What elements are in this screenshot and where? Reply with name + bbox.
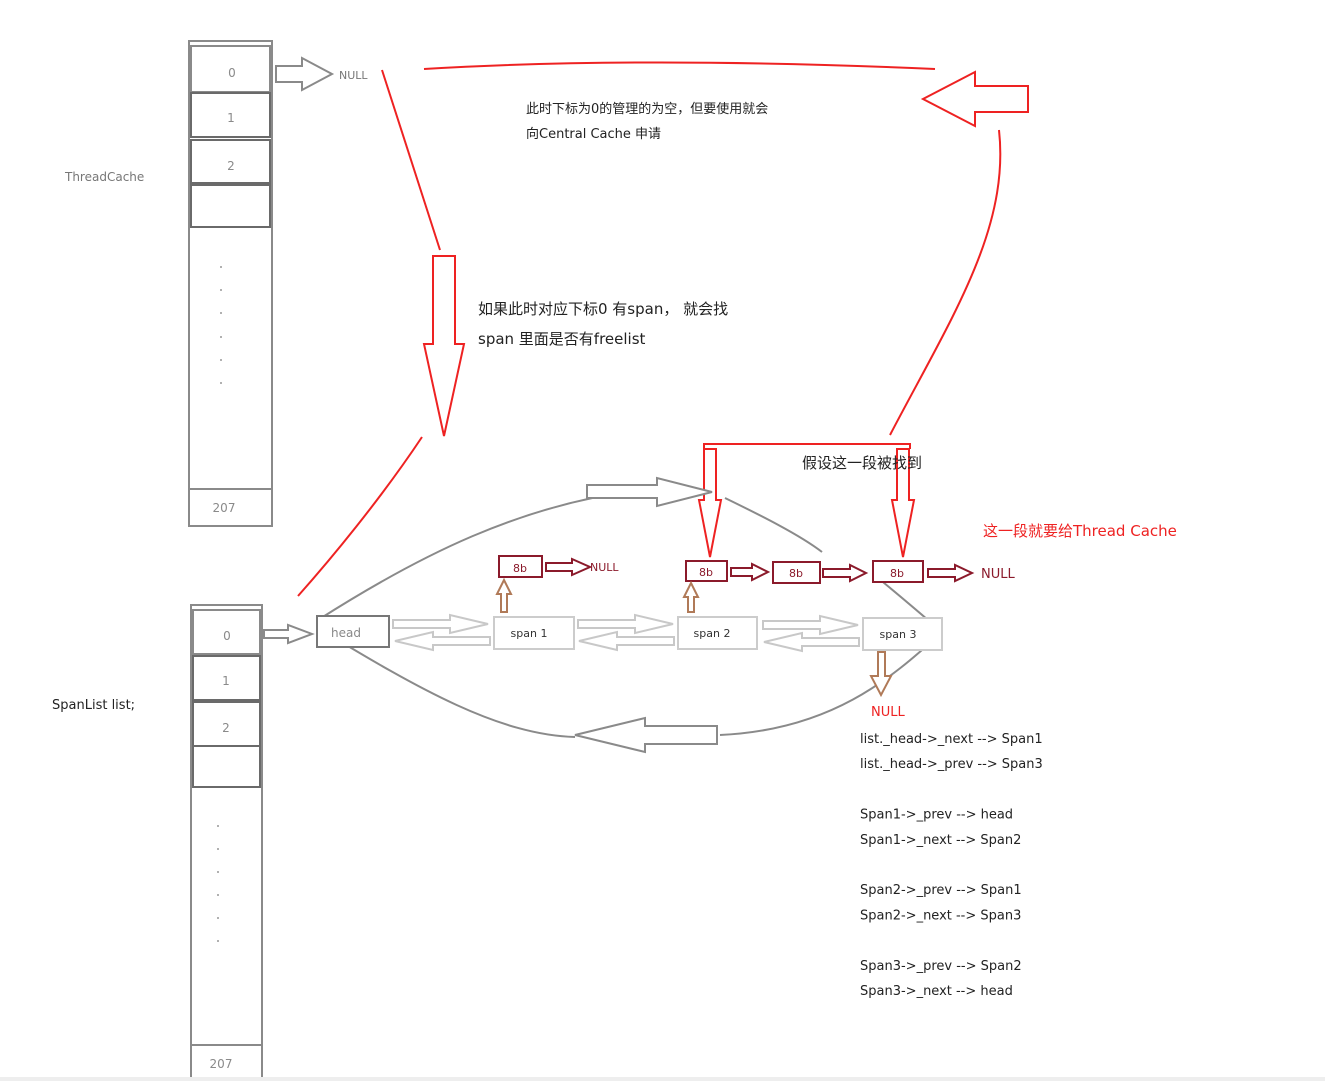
note-empty-line2: 向Central Cache 申请 (526, 126, 661, 142)
span-list-slot-0: 0 (223, 629, 231, 643)
span-freelist-arrows (495, 577, 700, 613)
span-list-slot-1: 1 (222, 674, 230, 688)
bottom-strip (0, 1077, 1325, 1081)
thread-cache-slot-1: 1 (227, 111, 235, 125)
freelist-blocks (498, 555, 924, 584)
span3-null-arrow (869, 651, 893, 698)
span3-node-label: span 3 (880, 628, 917, 641)
span1-node-label: span 1 (511, 627, 548, 640)
block-arrows (545, 557, 975, 583)
link-line: list._head->_next --> Span1 (860, 732, 1043, 747)
thread-cache-slot-0: 0 (228, 66, 236, 80)
note-empty-line1: 此时下标为0的管理的为空，但要使用就会 (526, 101, 768, 117)
link-line: Span2->_prev --> Span1 (860, 883, 1022, 898)
list-nodes (316, 615, 943, 651)
thread-cache-slot-2: 2 (227, 159, 235, 173)
slot0-null-arrow (275, 56, 335, 92)
link-line: Span1->_prev --> head (860, 808, 1013, 823)
span3-null-label: NULL (871, 705, 905, 720)
thread-cache-null-label: NULL (339, 69, 368, 82)
block4-label: 8b (890, 567, 904, 580)
span-list-slot0-arrow (263, 623, 315, 645)
link-line: Span1->_next --> Span2 (860, 833, 1021, 848)
span-list-ellipsis (217, 825, 219, 942)
link-descriptions: list._head->_next --> Span1 list._head->_… (860, 732, 1043, 999)
red-flow (297, 61, 1029, 597)
thread-cache-label: ThreadCache (64, 170, 144, 184)
note-found-segment: 假设这一段被找到 (802, 454, 922, 472)
note-has-span-line2: span 里面是否有freelist (478, 330, 646, 348)
span2-node-label: span 2 (694, 627, 731, 640)
block2-label: 8b (699, 566, 713, 579)
thread-cache-array: 0 1 2 207 (188, 40, 273, 527)
link-line: Span3->_prev --> Span2 (860, 959, 1022, 974)
node-link-arrows (392, 613, 860, 653)
note-give-thread-cache: 这一段就要给Thread Cache (983, 522, 1177, 540)
head-node-label: head (331, 626, 361, 640)
block4-null-label: NULL (981, 567, 1015, 582)
found-segment-bracket (697, 443, 916, 558)
span-list-array: 0 1 2 207 (190, 604, 263, 1081)
circular-links (317, 476, 943, 754)
link-line: Span2->_next --> Span3 (860, 908, 1021, 923)
block3-label: 8b (789, 567, 803, 580)
thread-cache-slot-207: 207 (213, 501, 236, 515)
link-line: list._head->_prev --> Span3 (860, 757, 1043, 772)
link-line: Span3->_next --> head (860, 984, 1013, 999)
block1-label: 8b (513, 562, 527, 575)
left-red-arrow (920, 70, 1029, 128)
span-list-slot-2: 2 (222, 721, 230, 735)
down-red-arrow (422, 255, 466, 437)
note-has-span-line1: 如果此时对应下标0 有span， 就会找 (478, 300, 728, 318)
span-list-label: SpanList list; (52, 698, 135, 713)
thread-cache-ellipsis (220, 266, 222, 384)
span-list-slot-207: 207 (210, 1057, 233, 1071)
block1-null-label: NULL (590, 561, 619, 574)
